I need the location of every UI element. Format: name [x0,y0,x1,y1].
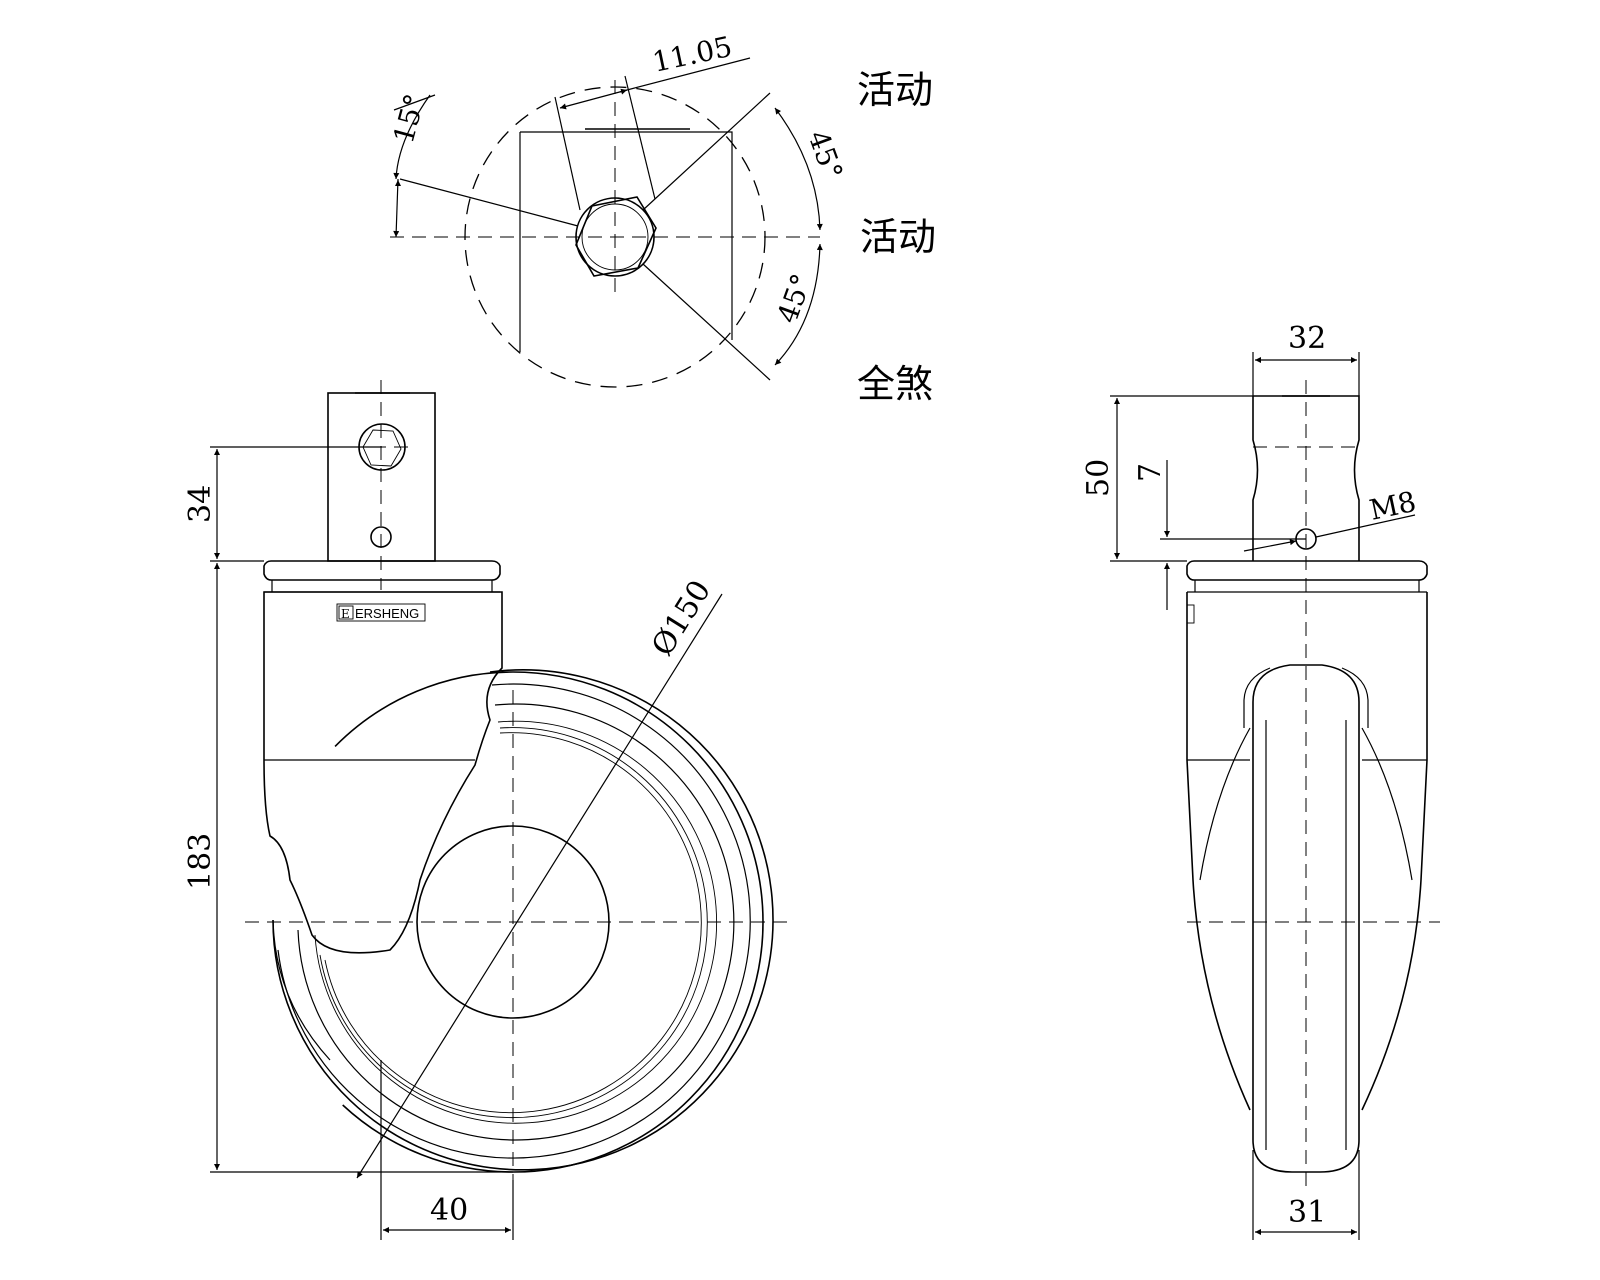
dim-31-label: 31 [1288,1195,1326,1230]
dim-m8-label: M8 [1367,485,1419,527]
dim-34-label: 34 [183,485,218,523]
brand-plate [336,603,426,622]
side-view: 32 50 7 M8 31 [1081,321,1440,1240]
brand-mark: E [341,607,350,621]
side-stem [1252,395,1360,561]
side-wheel [1252,664,1360,1173]
angle-15-label: 15° [387,90,432,146]
label-swivel-2: 活动 [860,215,936,259]
dim-40-label: 40 [430,1193,468,1228]
top-plate [263,560,501,581]
fork-body [263,591,503,954]
dim-7-label: 7 [1133,463,1168,482]
label-total-brake: 全煞 [857,362,933,406]
dim-183-label: 183 [183,833,218,890]
side-top-plate [1186,560,1428,581]
label-swivel-1: 活动 [857,68,933,112]
stem-hole [370,526,392,548]
wheel-tread [272,669,774,1171]
dim-50-label: 50 [1081,459,1116,497]
dim-11-05-label: 11.05 [650,30,735,79]
angle-45-lower-label: 45° [771,269,819,327]
hex-socket-circle [575,197,655,277]
side-fork [1186,592,1428,1111]
hex-socket-hexagon [575,196,657,277]
top-view: 15° 11.05 45° 45° 活动 活动 全煞 [387,30,936,406]
front-view: E ERSHENG 34 183 40 Ø150 [183,380,790,1240]
dim-32-label: 32 [1288,321,1326,356]
top-plate-outline [519,131,733,352]
diameter-leader [356,593,723,1179]
brand-text: ERSHENG [355,606,419,621]
angle-45-upper-label: 45° [801,126,849,184]
